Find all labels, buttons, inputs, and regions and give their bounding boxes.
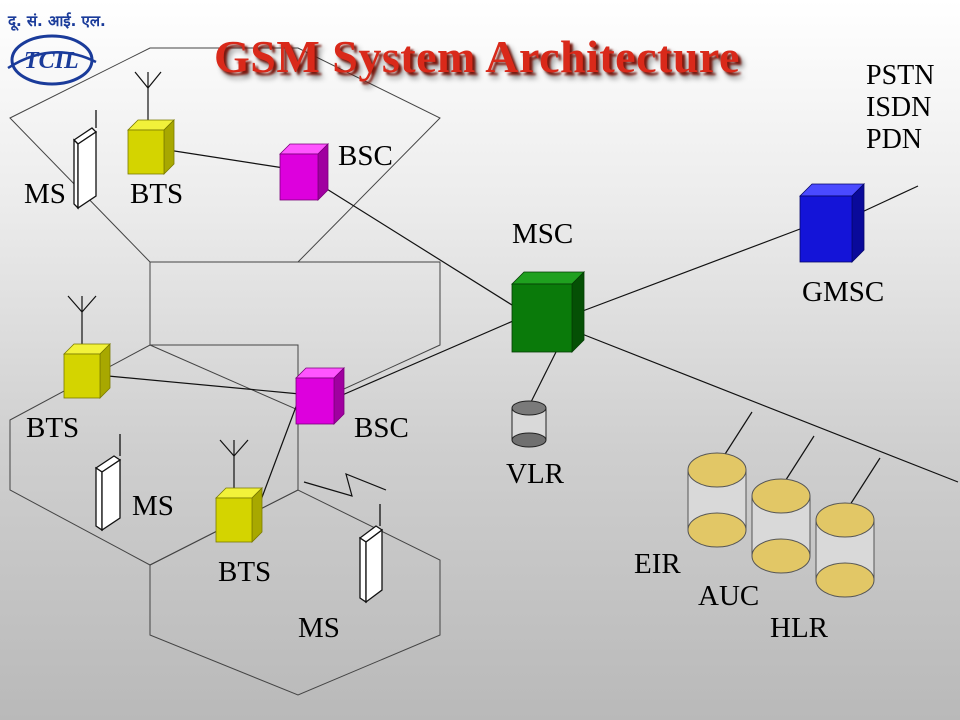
bts-icon-left — [63, 343, 111, 399]
label-bts-left: BTS — [26, 412, 80, 444]
link-bts-bottom-bsc-mid — [257, 395, 301, 509]
link-msc-gmsc — [579, 225, 809, 313]
label-ms-top: MS — [24, 178, 66, 210]
eir-database-icon — [687, 452, 747, 548]
cell-middle — [149, 261, 441, 411]
antenna-icon-bottom — [219, 439, 249, 488]
label-isdn: ISDN — [866, 91, 932, 123]
svg-text:दू. सं. आई. एल.: दू. सं. आई. एल. — [7, 12, 106, 31]
label-ms-bottom: MS — [298, 612, 340, 644]
bts-icon-top — [127, 119, 175, 175]
label-auc: AUC — [698, 580, 760, 612]
bts-icon-bottom — [215, 487, 263, 543]
link-bsc-top-msc — [321, 185, 521, 311]
link-msc-vlr — [529, 351, 557, 405]
svg-text:TCIL: TCIL — [24, 48, 79, 74]
vlr-icon — [511, 400, 547, 448]
label-bts-top: BTS — [130, 178, 184, 210]
mobile-station-icon-top — [72, 110, 98, 210]
external-networks-list: PSTN ISDN PDN — [866, 60, 934, 156]
label-eir: EIR — [634, 548, 681, 580]
link-bts-top-bsc-top — [167, 149, 285, 169]
label-pstn: PSTN — [866, 60, 935, 91]
link-auc-bus — [781, 435, 815, 487]
mobile-station-icon-bottom — [358, 504, 384, 604]
mobile-station-icon-mid — [94, 434, 122, 532]
gmsc-icon — [799, 183, 865, 263]
auc-database-icon — [751, 478, 811, 574]
tcil-logo: दू. सं. आई. एल. TCIL — [7, 12, 106, 86]
label-bsc-top: BSC — [338, 140, 393, 172]
link-gmsc-external — [861, 185, 919, 213]
antenna-icon-top — [134, 71, 162, 120]
antenna-icon-left — [67, 295, 97, 345]
radio-link-icon — [303, 472, 387, 497]
label-msc: MSC — [512, 218, 574, 250]
slide-title: GSM System Architecture — [214, 31, 740, 82]
bsc-icon-mid — [295, 367, 345, 425]
label-vlr: VLR — [506, 458, 564, 490]
label-pdn: PDN — [866, 123, 923, 155]
label-bsc-mid: BSC — [354, 412, 409, 444]
bsc-icon-top — [279, 143, 329, 201]
label-hlr: HLR — [770, 612, 828, 644]
link-bsc-mid-msc — [339, 317, 521, 397]
label-ms-mid: MS — [132, 490, 174, 522]
label-gmsc: GMSC — [802, 276, 885, 308]
link-bts-left-bsc-mid — [107, 375, 301, 395]
msc-icon — [511, 271, 585, 353]
link-msc-databases — [581, 333, 959, 483]
hlr-database-icon — [815, 502, 875, 598]
link-hlr-bus — [847, 457, 881, 509]
label-bts-bottom: BTS — [218, 556, 272, 588]
cell-bottom — [149, 489, 441, 696]
